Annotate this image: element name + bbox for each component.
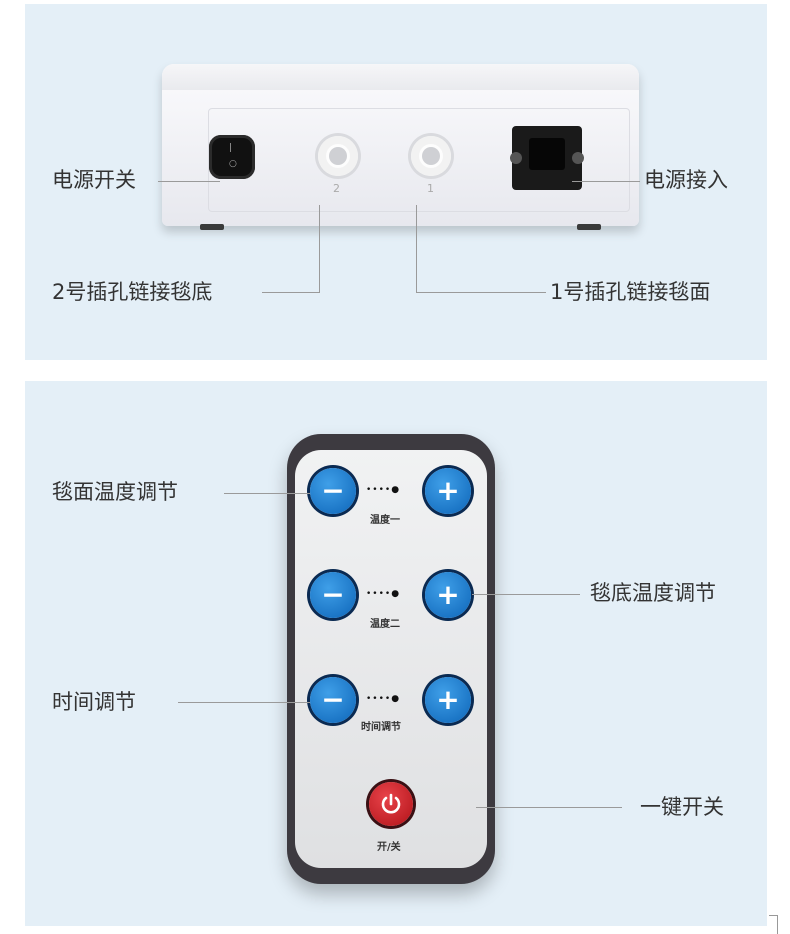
timer-plus-button: + bbox=[425, 677, 471, 723]
timer-label: 时间调节 bbox=[361, 722, 401, 733]
temp-2-level-dots: ••••● bbox=[366, 589, 401, 599]
leader-line-socket-1-h bbox=[416, 292, 546, 293]
callout-socket-1: 1号插孔链接毯面 bbox=[550, 280, 711, 304]
callout-power-input: 电源接入 bbox=[644, 168, 728, 192]
leader-line-power-input bbox=[572, 181, 640, 182]
din-socket-2-core bbox=[329, 147, 347, 165]
callout-one-key: 一键开关 bbox=[640, 795, 724, 819]
leader-line-socket-1-v bbox=[416, 205, 417, 293]
control-box-face bbox=[208, 108, 630, 212]
box-foot-right bbox=[577, 224, 601, 230]
rocker-on-mark-icon: | bbox=[229, 143, 233, 153]
callout-timer: 时间调节 bbox=[52, 690, 136, 714]
timer-minus-button: − bbox=[310, 677, 356, 723]
callout-top-temp: 毯面温度调节 bbox=[52, 480, 178, 504]
leader-line-timer bbox=[178, 702, 310, 703]
power-button bbox=[369, 782, 413, 826]
din-socket-1-core bbox=[422, 147, 440, 165]
rocker-off-mark-icon: ○ bbox=[229, 159, 237, 169]
control-box-top bbox=[162, 64, 639, 90]
callout-socket-2: 2号插孔链接毯底 bbox=[52, 280, 213, 304]
leader-line-socket-2-h bbox=[262, 292, 320, 293]
callout-power-switch: 电源开关 bbox=[52, 168, 136, 192]
socket-1-number: 1 bbox=[427, 182, 434, 195]
leader-line-one-key bbox=[476, 807, 622, 808]
din-socket-2-icon bbox=[318, 136, 358, 176]
callout-bottom-temp: 毯底温度调节 bbox=[590, 581, 716, 605]
box-foot-left bbox=[200, 224, 224, 230]
leader-line-top-temp bbox=[224, 493, 310, 494]
temp-1-label: 温度一 bbox=[370, 515, 400, 526]
socket-screw-right bbox=[572, 152, 584, 164]
temp-2-label: 温度二 bbox=[370, 619, 400, 630]
temp-1-level-dots: ••••● bbox=[366, 485, 401, 495]
power-icon bbox=[381, 793, 401, 814]
temp-2-minus-button: − bbox=[310, 572, 356, 618]
leader-line-bottom-temp bbox=[472, 594, 580, 595]
power-label: 开/关 bbox=[377, 842, 401, 853]
socket-2-number: 2 bbox=[333, 182, 340, 195]
timer-level-dots: ••••● bbox=[366, 694, 401, 704]
din-socket-1-icon bbox=[411, 136, 451, 176]
socket-inner bbox=[529, 138, 565, 170]
corner-mark bbox=[769, 915, 778, 934]
leader-line-power-switch bbox=[158, 181, 220, 182]
temp-1-minus-button: − bbox=[310, 468, 356, 514]
temp-2-plus-button: + bbox=[425, 572, 471, 618]
temp-1-plus-button: + bbox=[425, 468, 471, 514]
socket-screw-left bbox=[510, 152, 522, 164]
leader-line-socket-2-v bbox=[319, 205, 320, 293]
power-inlet-socket-icon bbox=[510, 126, 584, 190]
power-rocker-switch: | ○ bbox=[209, 135, 255, 179]
